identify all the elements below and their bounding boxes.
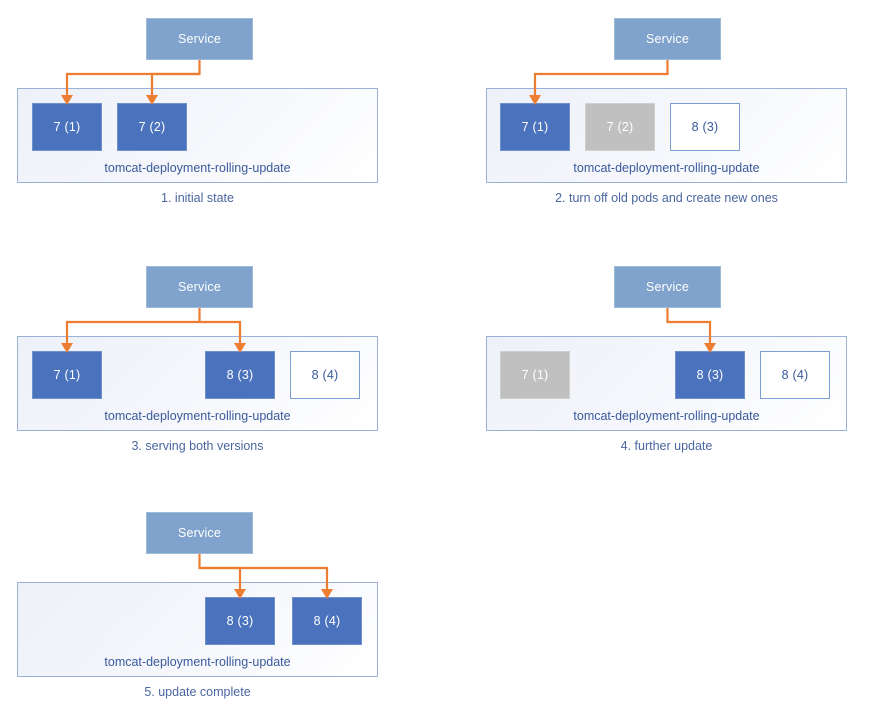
pod-7-2[interactable]: 7 (2) [585, 103, 655, 151]
pod-7-2[interactable]: 7 (2) [117, 103, 187, 151]
panel-caption: 3. serving both versions [131, 439, 264, 453]
pod-8-4[interactable]: 8 (4) [292, 597, 362, 645]
panel-caption: 5. update complete [144, 685, 251, 699]
deployment-label: tomcat-deployment-rolling-update [573, 409, 760, 423]
panel-caption: 2. turn off old pods and create new ones [555, 191, 778, 205]
pod-8-4[interactable]: 8 (4) [290, 351, 360, 399]
service-node[interactable]: Service [146, 266, 253, 308]
deployment-label: tomcat-deployment-rolling-update [573, 161, 760, 175]
service-node[interactable]: Service [146, 18, 253, 60]
pod-8-3[interactable]: 8 (3) [205, 351, 275, 399]
service-node[interactable]: Service [614, 18, 721, 60]
panel-caption: 4. further update [620, 439, 713, 453]
panel-caption: 1. initial state [161, 191, 234, 205]
pod-7-1[interactable]: 7 (1) [500, 351, 570, 399]
pod-8-3[interactable]: 8 (3) [675, 351, 745, 399]
pod-8-3[interactable]: 8 (3) [205, 597, 275, 645]
deployment-label: tomcat-deployment-rolling-update [104, 409, 291, 423]
deployment-label: tomcat-deployment-rolling-update [104, 161, 291, 175]
pod-8-3[interactable]: 8 (3) [670, 103, 740, 151]
pod-7-1[interactable]: 7 (1) [32, 351, 102, 399]
pod-7-1[interactable]: 7 (1) [500, 103, 570, 151]
service-node[interactable]: Service [146, 512, 253, 554]
pod-8-4[interactable]: 8 (4) [760, 351, 830, 399]
deployment-label: tomcat-deployment-rolling-update [104, 655, 291, 669]
service-node[interactable]: Service [614, 266, 721, 308]
pod-7-1[interactable]: 7 (1) [32, 103, 102, 151]
